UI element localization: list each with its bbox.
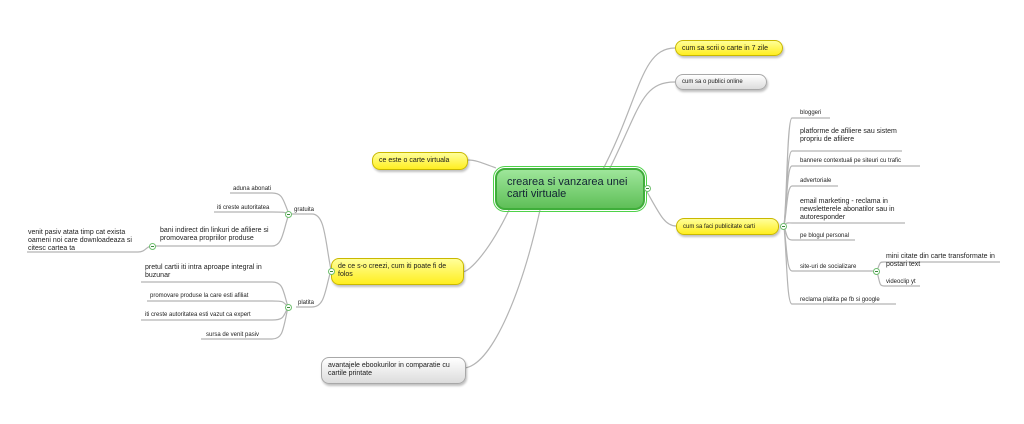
leaf-label: iti creste autoritatea (217, 205, 270, 211)
branch-label: de ce s-o creezi, cum iti poate fi de fo… (338, 263, 447, 278)
leaf-iti-creste-expert[interactable]: iti creste autoritatea esti vazut ca exp… (145, 312, 275, 319)
link-pub-email (783, 222, 905, 227)
link-ce-este (467, 159, 497, 169)
collapse-toggle-icon[interactable] (328, 268, 335, 275)
link-avantajele (463, 209, 541, 369)
link-publici (604, 81, 676, 179)
link-site-video (876, 270, 920, 287)
link-plat-promovare (147, 300, 289, 308)
leaf-gratuita[interactable]: gratuita (294, 207, 334, 214)
branch-cum-sa-scrii[interactable]: cum sa scrii o carte in 7 zile (675, 40, 783, 56)
leaf-bani-indirect[interactable]: bani indirect din linkuri de afiliere si… (160, 227, 278, 243)
leaf-label: promovare produse la care esti afiliat (150, 293, 249, 299)
leaf-promovare-produse[interactable]: promovare produse la care esti afiliat (150, 293, 275, 300)
leaf-advertoriale[interactable]: advertoriale (800, 178, 860, 185)
leaf-label: advertoriale (800, 178, 832, 184)
leaf-label: gratuita (294, 207, 315, 213)
branch-label: avantajele ebookurilor in comparatie cu … (328, 362, 450, 377)
leaf-label: email marketing - reclama in newslettere… (800, 198, 895, 221)
leaf-label: videoclip yt (886, 279, 916, 285)
link-plat-pretul (141, 281, 289, 308)
leaf-label: pretul cartii iti intra aproape integral… (145, 264, 262, 279)
leaf-videoclip[interactable]: videoclip yt (886, 279, 936, 286)
leaf-label: venit pasiv atata timp cat exista oameni… (28, 229, 132, 252)
branch-publicitate[interactable]: cum sa faci publicitate carti (676, 218, 779, 235)
collapse-toggle-icon[interactable] (149, 243, 156, 250)
leaf-label: bannere contextuali pe siteuri cu trafic (800, 158, 902, 164)
leaf-aduna-abonati[interactable]: aduna abonati (233, 186, 283, 193)
leaf-label: aduna abonati (233, 186, 272, 192)
branch-label: cum sa o publici online (682, 79, 743, 85)
leaf-venit-pasiv-lung[interactable]: venit pasiv atata timp cat exista oameni… (28, 229, 148, 253)
leaf-label: site-uri de socializare (800, 264, 857, 270)
collapse-toggle-icon[interactable] (285, 211, 292, 218)
link-scrii (599, 47, 676, 176)
leaf-pretul-cartii[interactable]: pretul cartii iti intra aproape integral… (145, 264, 273, 280)
leaf-bloggeri[interactable]: bloggeri (800, 110, 860, 117)
leaf-label: mini citate din carte transformate in po… (886, 253, 995, 268)
link-grat-creste (214, 211, 290, 215)
collapse-toggle-icon[interactable] (644, 185, 651, 192)
link-publicitate (645, 189, 677, 227)
link-pub-reclama (783, 225, 896, 305)
link-plat-sursa (201, 306, 289, 340)
leaf-label: bloggeri (800, 110, 822, 116)
leaf-sursa-venit[interactable]: sursa de venit pasiv (206, 332, 266, 339)
collapse-toggle-icon[interactable] (873, 268, 880, 275)
branch-ce-este[interactable]: ce este o carte virtuala (372, 152, 468, 170)
leaf-label: platita (298, 300, 315, 306)
leaf-pe-blogul[interactable]: pe blogul personal (800, 233, 870, 240)
branch-avantajele[interactable]: avantajele ebookurilor in comparatie cu … (321, 357, 466, 384)
leaf-label: reclama platita pe fb si google (800, 297, 880, 303)
branch-de-ce[interactable]: de ce s-o creezi, cum iti poate fi de fo… (331, 258, 464, 285)
link-dece-platita (296, 269, 332, 308)
leaf-email[interactable]: email marketing - reclama in newslettere… (800, 198, 908, 222)
leaf-reclama[interactable]: reclama platita pe fb si google (800, 297, 910, 304)
leaf-bannere[interactable]: bannere contextuali pe siteuri cu trafic (800, 158, 925, 165)
link-pub-advert (783, 185, 838, 227)
link-dece-gratuita (290, 213, 332, 271)
central-topic-label: crearea si vanzarea unei carti virtuale (507, 176, 628, 200)
link-grat-aduna (230, 192, 290, 215)
collapse-toggle-icon[interactable] (285, 304, 292, 311)
leaf-platforme[interactable]: platforme de afiliere sau sistem propriu… (800, 128, 910, 144)
link-de-ce (461, 207, 511, 273)
leaf-label: sursa de venit pasiv (206, 332, 260, 338)
leaf-label: iti creste autoritatea esti vazut ca exp… (145, 312, 251, 318)
leaf-site-uri[interactable]: site-uri de socializare (800, 264, 880, 271)
leaf-platita[interactable]: platita (298, 300, 338, 307)
leaf-iti-creste-autoritatea[interactable]: iti creste autoritatea (217, 205, 287, 212)
leaf-label: pe blogul personal (800, 233, 850, 239)
branch-label: cum sa faci publicitate carti (683, 224, 756, 230)
link-grat-bani (155, 213, 290, 247)
leaf-label: platforme de afiliere sau sistem propriu… (800, 128, 897, 143)
leaf-label: bani indirect din linkuri de afiliere si… (160, 227, 269, 242)
branch-label: ce este o carte virtuala (379, 157, 450, 164)
branch-label: cum sa scrii o carte in 7 zile (682, 45, 768, 52)
leaf-mini-citate[interactable]: mini citate din carte transformate in po… (886, 253, 1004, 269)
central-topic[interactable]: crearea si vanzarea unei carti virtuale (493, 166, 647, 212)
collapse-toggle-icon[interactable] (780, 223, 787, 230)
branch-cum-sa-o-publici[interactable]: cum sa o publici online (675, 74, 767, 90)
